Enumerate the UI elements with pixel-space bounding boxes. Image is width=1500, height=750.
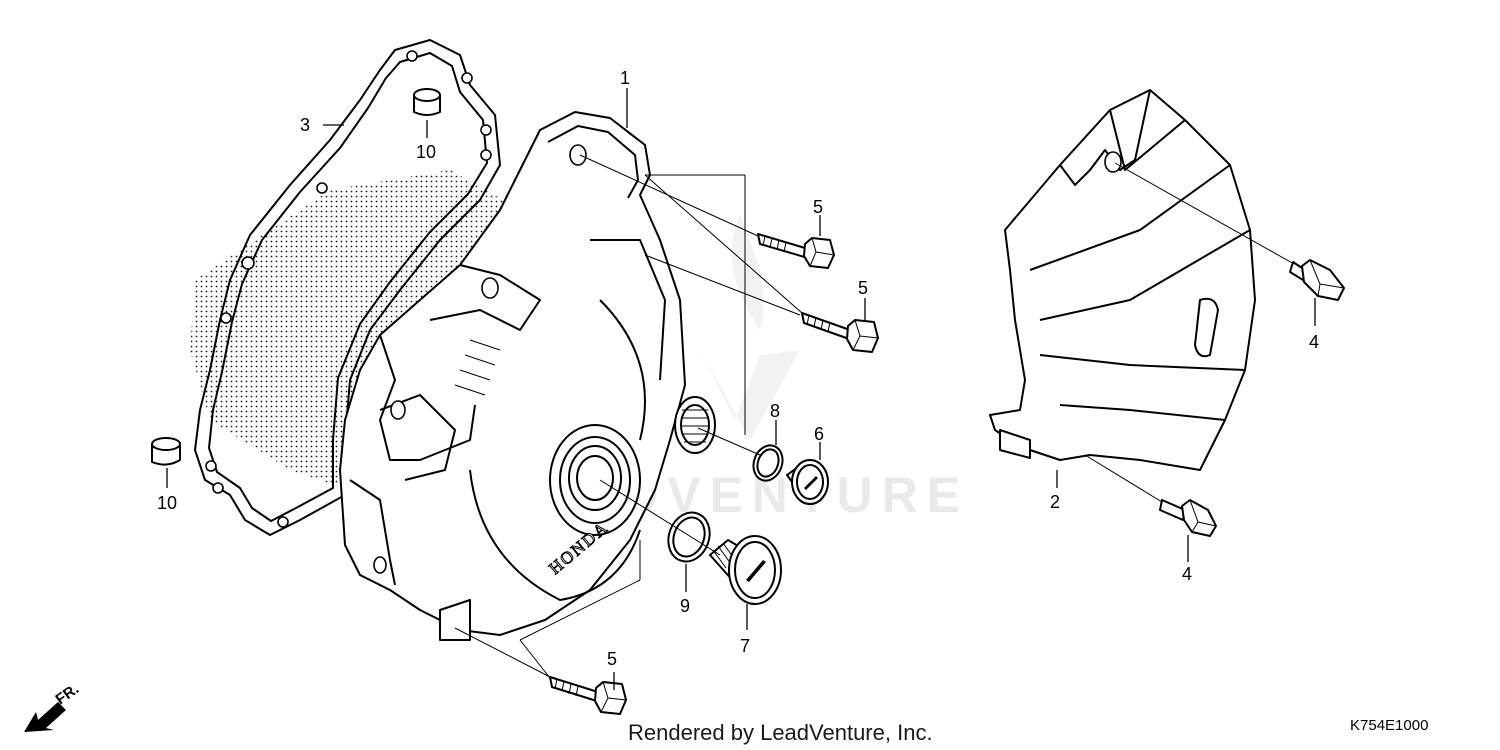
- o-ring-8: [752, 444, 784, 482]
- cap-6: [786, 459, 829, 505]
- front-arrow-icon: [24, 702, 66, 732]
- gasket-inner-outline: [208, 52, 488, 522]
- bolt-5-upper: [757, 233, 835, 269]
- dowel-pin-lower: [151, 437, 181, 466]
- callout-3: 3: [300, 115, 310, 135]
- diagram-code: K754E1000: [1350, 717, 1428, 734]
- cap-7: [709, 535, 782, 605]
- bolt-5-lower: [549, 676, 627, 715]
- callout-8: 8: [770, 401, 780, 421]
- callout-10-upper: 10: [416, 142, 436, 162]
- crankcase-cover: HONDA: [339, 111, 716, 641]
- leader-lines: [166, 88, 1316, 690]
- callout-10-lower: 10: [157, 493, 177, 513]
- rendered-by-credit: Rendered by LeadVenture, Inc.: [628, 720, 933, 745]
- callout-4-upper: 4: [1309, 332, 1319, 352]
- callout-6: 6: [814, 424, 824, 444]
- o-ring-9: [667, 511, 711, 563]
- callout-5-upper: 5: [813, 197, 823, 217]
- front-direction-marker: FR.: [24, 680, 82, 732]
- callout-4-lower: 4: [1182, 564, 1192, 584]
- callout-9: 9: [680, 596, 690, 616]
- callout-1: 1: [620, 68, 630, 88]
- callout-5-lower: 5: [607, 649, 617, 669]
- callout-5-middle: 5: [858, 278, 868, 298]
- bolt-5-middle: [801, 312, 879, 353]
- callout-2: 2: [1050, 492, 1060, 512]
- sprocket-cover-outline: [989, 89, 1256, 471]
- bolt-4-lower: [1159, 499, 1217, 537]
- dowel-pin-upper: [413, 88, 441, 116]
- bolt-4-upper: [1289, 259, 1345, 301]
- callouts: 1 2 3 4 4 5 5 5 6 7 8 9 10 10: [157, 68, 1319, 669]
- callout-7: 7: [740, 636, 750, 656]
- gasket-outline: [194, 39, 501, 536]
- sprocket-cover: [989, 89, 1256, 471]
